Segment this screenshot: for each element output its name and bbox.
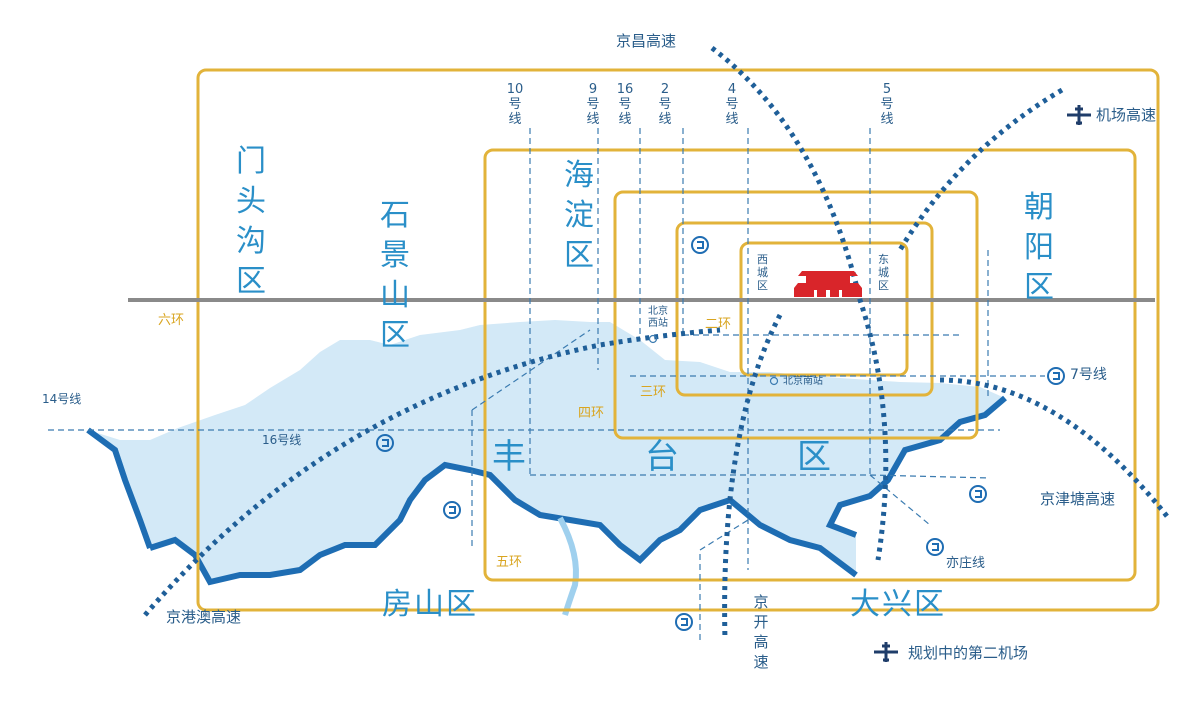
district-fengtai-2: 台 — [645, 437, 679, 477]
line-yizhuang-label: 亦庄线 — [946, 556, 986, 571]
ring-2 — [739, 241, 909, 377]
fengtai-west-edge — [86, 427, 153, 550]
line-16-label: 16号线 — [616, 82, 634, 127]
ring-3 — [675, 221, 934, 397]
metro-icon — [691, 236, 709, 254]
hw-jingkai-label: 京开高速 — [753, 593, 769, 671]
district-fengtai-3: 区 — [797, 437, 831, 477]
line-4-label: 4号线 — [725, 82, 739, 127]
highways — [143, 46, 1172, 641]
hw-airport-label: 机场高速 — [1096, 106, 1157, 124]
district-dongcheng: 东城区 — [878, 253, 889, 292]
airplane-icon — [874, 642, 898, 662]
hw-jingchang — [710, 46, 889, 561]
line-7-label: 7号线 — [1070, 367, 1107, 383]
line-yizhuang — [869, 474, 991, 526]
metro-icon — [926, 538, 944, 556]
station-dot-icon — [648, 334, 658, 344]
ring-6-label: 六环 — [158, 313, 185, 328]
metro-icons — [376, 236, 1065, 631]
station-west-label: 北京西站 — [648, 306, 668, 329]
line-9-label: 9号线 — [586, 82, 600, 127]
line-16-mid-label: 16号线 — [262, 433, 302, 447]
fengtai-area — [88, 320, 1005, 582]
metro-icon — [1047, 367, 1065, 385]
airplane-icon — [1067, 105, 1091, 125]
line-jingkai-dash — [699, 519, 749, 640]
ring-6 — [196, 68, 1160, 612]
metro-icon — [376, 434, 394, 452]
second-airport-label: 规划中的第二机场 — [908, 644, 1029, 662]
hw-jingjintang — [939, 377, 1172, 522]
line-16-diag — [471, 329, 591, 411]
hw-jinggangao-label: 京港澳高速 — [166, 608, 242, 626]
ring-4-label: 四环 — [578, 406, 605, 421]
district-mentougou: 门头沟区 — [236, 144, 266, 299]
ring-5 — [483, 148, 1137, 582]
metro-icon — [675, 613, 693, 631]
district-haidian: 海淀区 — [564, 158, 594, 273]
hw-airport — [897, 87, 1064, 252]
fengtai-south-edge — [149, 461, 858, 586]
district-daxing: 大兴区 — [850, 587, 946, 622]
fengtai-east-edge — [825, 395, 1007, 538]
hw-jingchang-label: 京昌高速 — [616, 32, 677, 50]
metro-icon — [443, 501, 461, 519]
hw-jinggangao — [143, 327, 721, 617]
district-fengtai-1: 丰 — [492, 437, 526, 477]
ring-4 — [613, 190, 979, 440]
ring-5-label: 五环 — [496, 555, 523, 570]
ring-3-label: 三环 — [640, 385, 667, 400]
river — [557, 516, 579, 616]
station-dot-icon — [769, 376, 779, 386]
hw-jingkai — [722, 313, 783, 641]
ring-2-label: 二环 — [705, 317, 732, 332]
line-14-label: 14号线 — [42, 392, 82, 406]
hw-jingjintang-label: 京津塘高速 — [1040, 490, 1116, 508]
tiananmen-icon — [794, 271, 862, 297]
district-chaoyang: 朝阳区 — [1024, 190, 1054, 305]
line-2-label: 2号线 — [658, 82, 672, 127]
line-5-label: 5号线 — [880, 82, 894, 127]
district-shijingshan: 石景山区 — [380, 198, 410, 353]
line-10-label: 10号线 — [506, 82, 524, 127]
station-south-label: 北京南站 — [783, 376, 823, 387]
metro-icon — [969, 485, 987, 503]
district-xicheng: 西城区 — [757, 253, 768, 292]
metro-lines — [48, 128, 1045, 640]
ring-roads — [196, 68, 1160, 612]
district-fangshan: 房山区 — [382, 587, 478, 622]
